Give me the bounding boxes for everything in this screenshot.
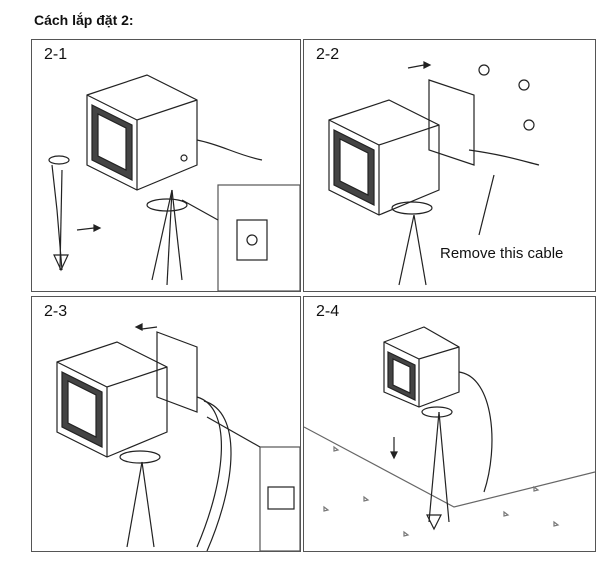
step-label: 2-3 [44,303,68,320]
remove-cable-note: Remove this cable [440,245,564,262]
wiring-illustration [56,323,300,551]
step-label: 2-2 [316,46,340,63]
step-panel-2-1: 2-1 [31,39,301,292]
lamp-on-spike-illustration [48,74,300,291]
remove-cover-illustration [328,61,540,286]
step-panel-2-4: 2-4 [303,296,596,552]
step-label: 2-1 [44,46,68,63]
step-panel-2-2: 2-2 Remove this cable [303,39,596,292]
ground-install-illustration [304,326,595,537]
instructions-title: Cách lắp đặt 2: [34,12,134,28]
step-label: 2-4 [316,303,340,320]
step-panel-2-3: 2-3 [31,296,301,552]
